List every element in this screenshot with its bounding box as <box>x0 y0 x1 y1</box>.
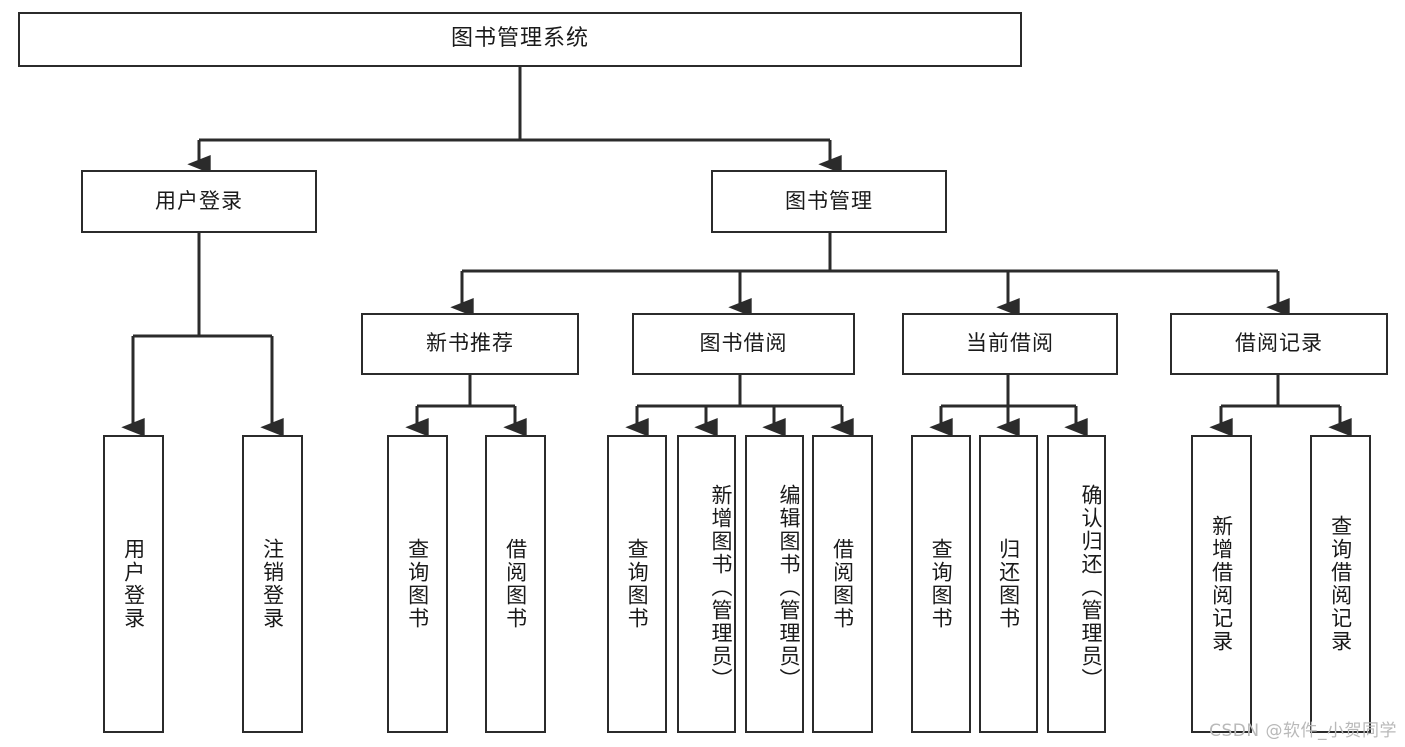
leaf-edit-book-admin[interactable]: 编辑图书（管理员） <box>745 435 804 733</box>
leaf-query-book-borrow[interactable]: 查询图书 <box>607 435 667 733</box>
leaf-query-book-recommend[interactable]: 查询图书 <box>387 435 448 733</box>
node-current-borrow[interactable]: 当前借阅 <box>902 313 1118 375</box>
node-book-manage[interactable]: 图书管理 <box>711 170 947 233</box>
csdn-watermark: CSDN @软件_小贺同学 <box>1209 721 1397 741</box>
node-borrow-record[interactable]: 借阅记录 <box>1170 313 1388 375</box>
leaf-add-book-admin[interactable]: 新增图书（管理员） <box>677 435 736 733</box>
node-root-book-management-system[interactable]: 图书管理系统 <box>18 12 1022 67</box>
leaf-query-book-current[interactable]: 查询图书 <box>911 435 971 733</box>
leaf-confirm-return-admin[interactable]: 确认归还（管理员） <box>1047 435 1106 733</box>
leaf-borrow-book[interactable]: 借阅图书 <box>812 435 873 733</box>
leaf-logout[interactable]: 注销登录 <box>242 435 303 733</box>
leaf-borrow-book-recommend[interactable]: 借阅图书 <box>485 435 546 733</box>
node-book-borrow[interactable]: 图书借阅 <box>632 313 855 375</box>
leaf-return-book[interactable]: 归还图书 <box>979 435 1038 733</box>
leaf-query-borrow-record[interactable]: 查询借阅记录 <box>1310 435 1371 733</box>
node-new-book-recommend[interactable]: 新书推荐 <box>361 313 579 375</box>
node-user-login[interactable]: 用户登录 <box>81 170 317 233</box>
leaf-add-borrow-record[interactable]: 新增借阅记录 <box>1191 435 1252 733</box>
leaf-user-login[interactable]: 用户登录 <box>103 435 164 733</box>
